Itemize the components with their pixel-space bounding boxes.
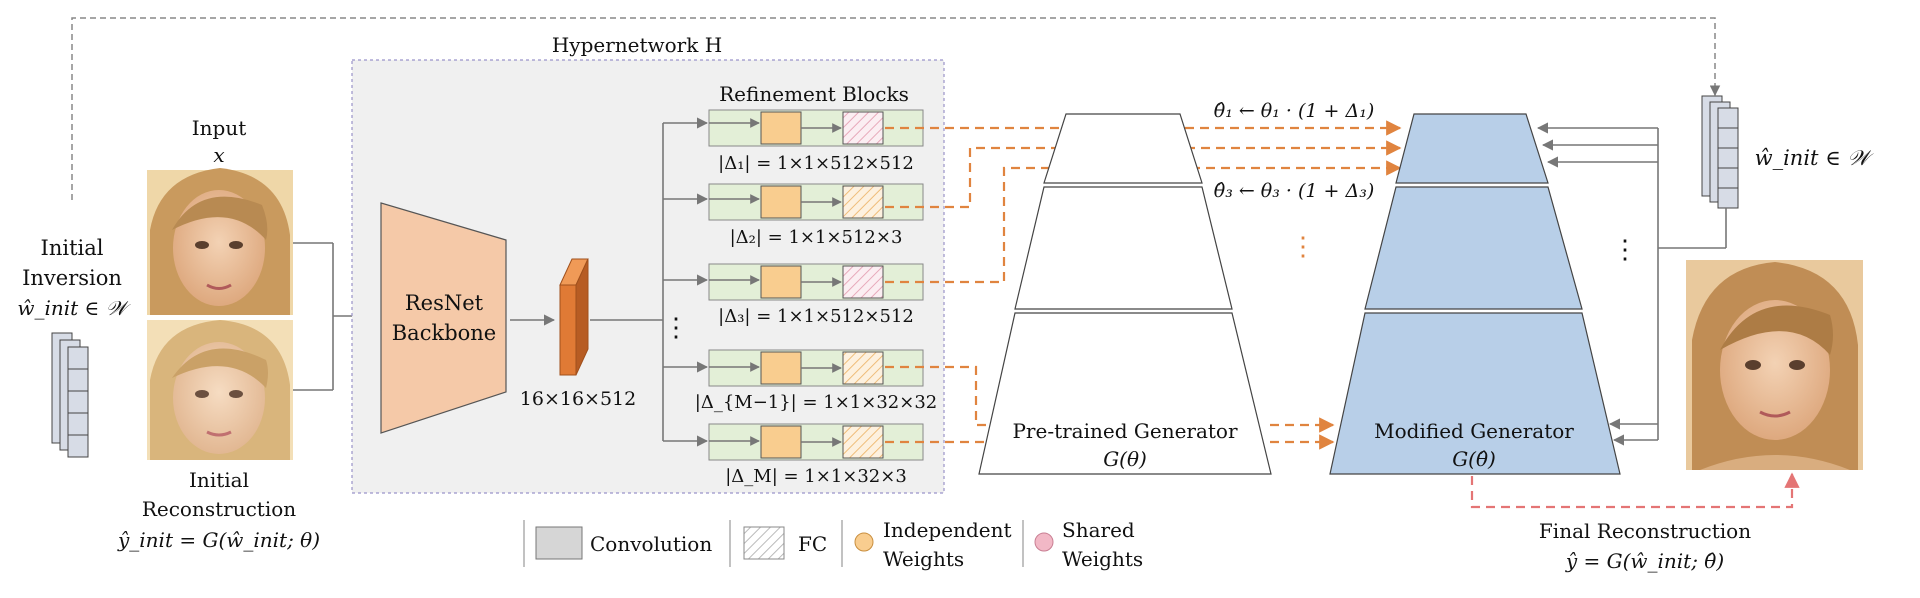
refinement-block [708, 109, 924, 147]
independent-weight-fc [842, 185, 884, 219]
legend-fc-label: FC [798, 532, 827, 556]
pretrained-generator [978, 113, 1272, 475]
initial-inversion-line1: Initial [41, 236, 104, 260]
pretrained-generator-line1: Pre-trained Generator [1012, 419, 1237, 443]
initial-reconstruction-line1: Initial [189, 468, 249, 492]
pretrained-generator-line2: G(θ) [1103, 447, 1147, 471]
modified-generator-line1: Modified Generator [1374, 419, 1574, 443]
initial-reconstruction-face-image [147, 320, 293, 460]
independent-weight-conv [760, 351, 802, 385]
legend: Convolution FC Independent Weights Share… [523, 518, 1143, 571]
legend-conv-swatch [535, 526, 583, 560]
legend-independent-line1: Independent [883, 518, 1012, 542]
modified-generator [1329, 113, 1621, 475]
legend-fc-swatch [743, 526, 785, 560]
initial-inversion-line2: Inversion [22, 266, 122, 290]
refinement-block-label: |Δ_M| = 1×1×32×3 [725, 466, 907, 487]
independent-weight-conv [760, 185, 802, 219]
legend-independent-swatch [854, 532, 874, 552]
initial-reconstruction-line2: Reconstruction [142, 497, 296, 521]
final-reconstruction-line1: Final Reconstruction [1539, 519, 1751, 543]
refinement-title: Refinement Blocks [719, 82, 909, 106]
input-label: Input [192, 116, 247, 140]
feature-map-label: 16×16×512 [520, 388, 636, 410]
latent-stack-left [51, 332, 89, 458]
refinement-block-label: |Δ₃| = 1×1×512×512 [718, 306, 914, 327]
resnet-backbone [380, 202, 507, 434]
backbone-line2: Backbone [392, 321, 496, 345]
independent-weight-conv [760, 111, 802, 145]
shared-weight-fc [842, 111, 884, 145]
branch-lines [590, 117, 709, 447]
legend-independent-line2: Weights [883, 547, 964, 571]
refinement-block [708, 183, 924, 221]
output-dashed-arrow [1470, 472, 1800, 509]
legend-shared-line1: Shared [1062, 518, 1135, 542]
orange-vertical-ellipsis: ⋮ [1290, 232, 1316, 262]
update-equation-1: θ̂₁ ← θ₁ · (1 + Δ₁) [1214, 100, 1374, 122]
backbone-line1: ResNet [405, 291, 484, 315]
initial-inversion-latent: ŵ_init ∈ 𝒲 [17, 296, 131, 320]
initial-reconstruction-formula: ŷ_init = G(ŵ_init; θ) [117, 528, 320, 552]
input-symbol: x [213, 143, 224, 167]
refinement-block-label: |Δ_{M−1}| = 1×1×32×32 [695, 392, 937, 413]
latent-stack-right [1701, 95, 1739, 209]
refinement-block-label: |Δ₁| = 1×1×512×512 [718, 153, 914, 174]
latent-label: ŵ_init ∈ 𝒲 [1755, 146, 1875, 170]
input-face-image [147, 168, 293, 315]
refinement-block-label: |Δ₂| = 1×1×512×3 [730, 227, 903, 248]
modified-generator-line2: G(θ̂) [1452, 447, 1496, 471]
update-equation-3: θ̂₃ ← θ₃ · (1 + Δ₃) [1214, 180, 1374, 202]
feedback-dashed-line [71, 17, 1721, 200]
legend-shared-line2: Weights [1062, 547, 1143, 571]
shared-weight-fc [842, 265, 884, 299]
independent-weight-fc [842, 425, 884, 459]
latent-feed-arrows [1536, 122, 1727, 446]
independent-weight-fc [842, 351, 884, 385]
refinement-ellipsis: ⋮ [663, 313, 689, 343]
final-reconstruction-formula: ŷ = G(ŵ_init; θ̂) [1565, 549, 1724, 573]
latent-ellipsis: ⋮ [1612, 235, 1638, 265]
feature-map-block [559, 258, 589, 376]
hypernetwork-title: Hypernetwork H [552, 33, 722, 57]
independent-weight-conv [760, 425, 802, 459]
final-reconstruction-face-image [1686, 260, 1863, 470]
independent-weight-conv [760, 265, 802, 299]
legend-shared-swatch [1034, 532, 1054, 552]
legend-conv-label: Convolution [590, 532, 712, 556]
